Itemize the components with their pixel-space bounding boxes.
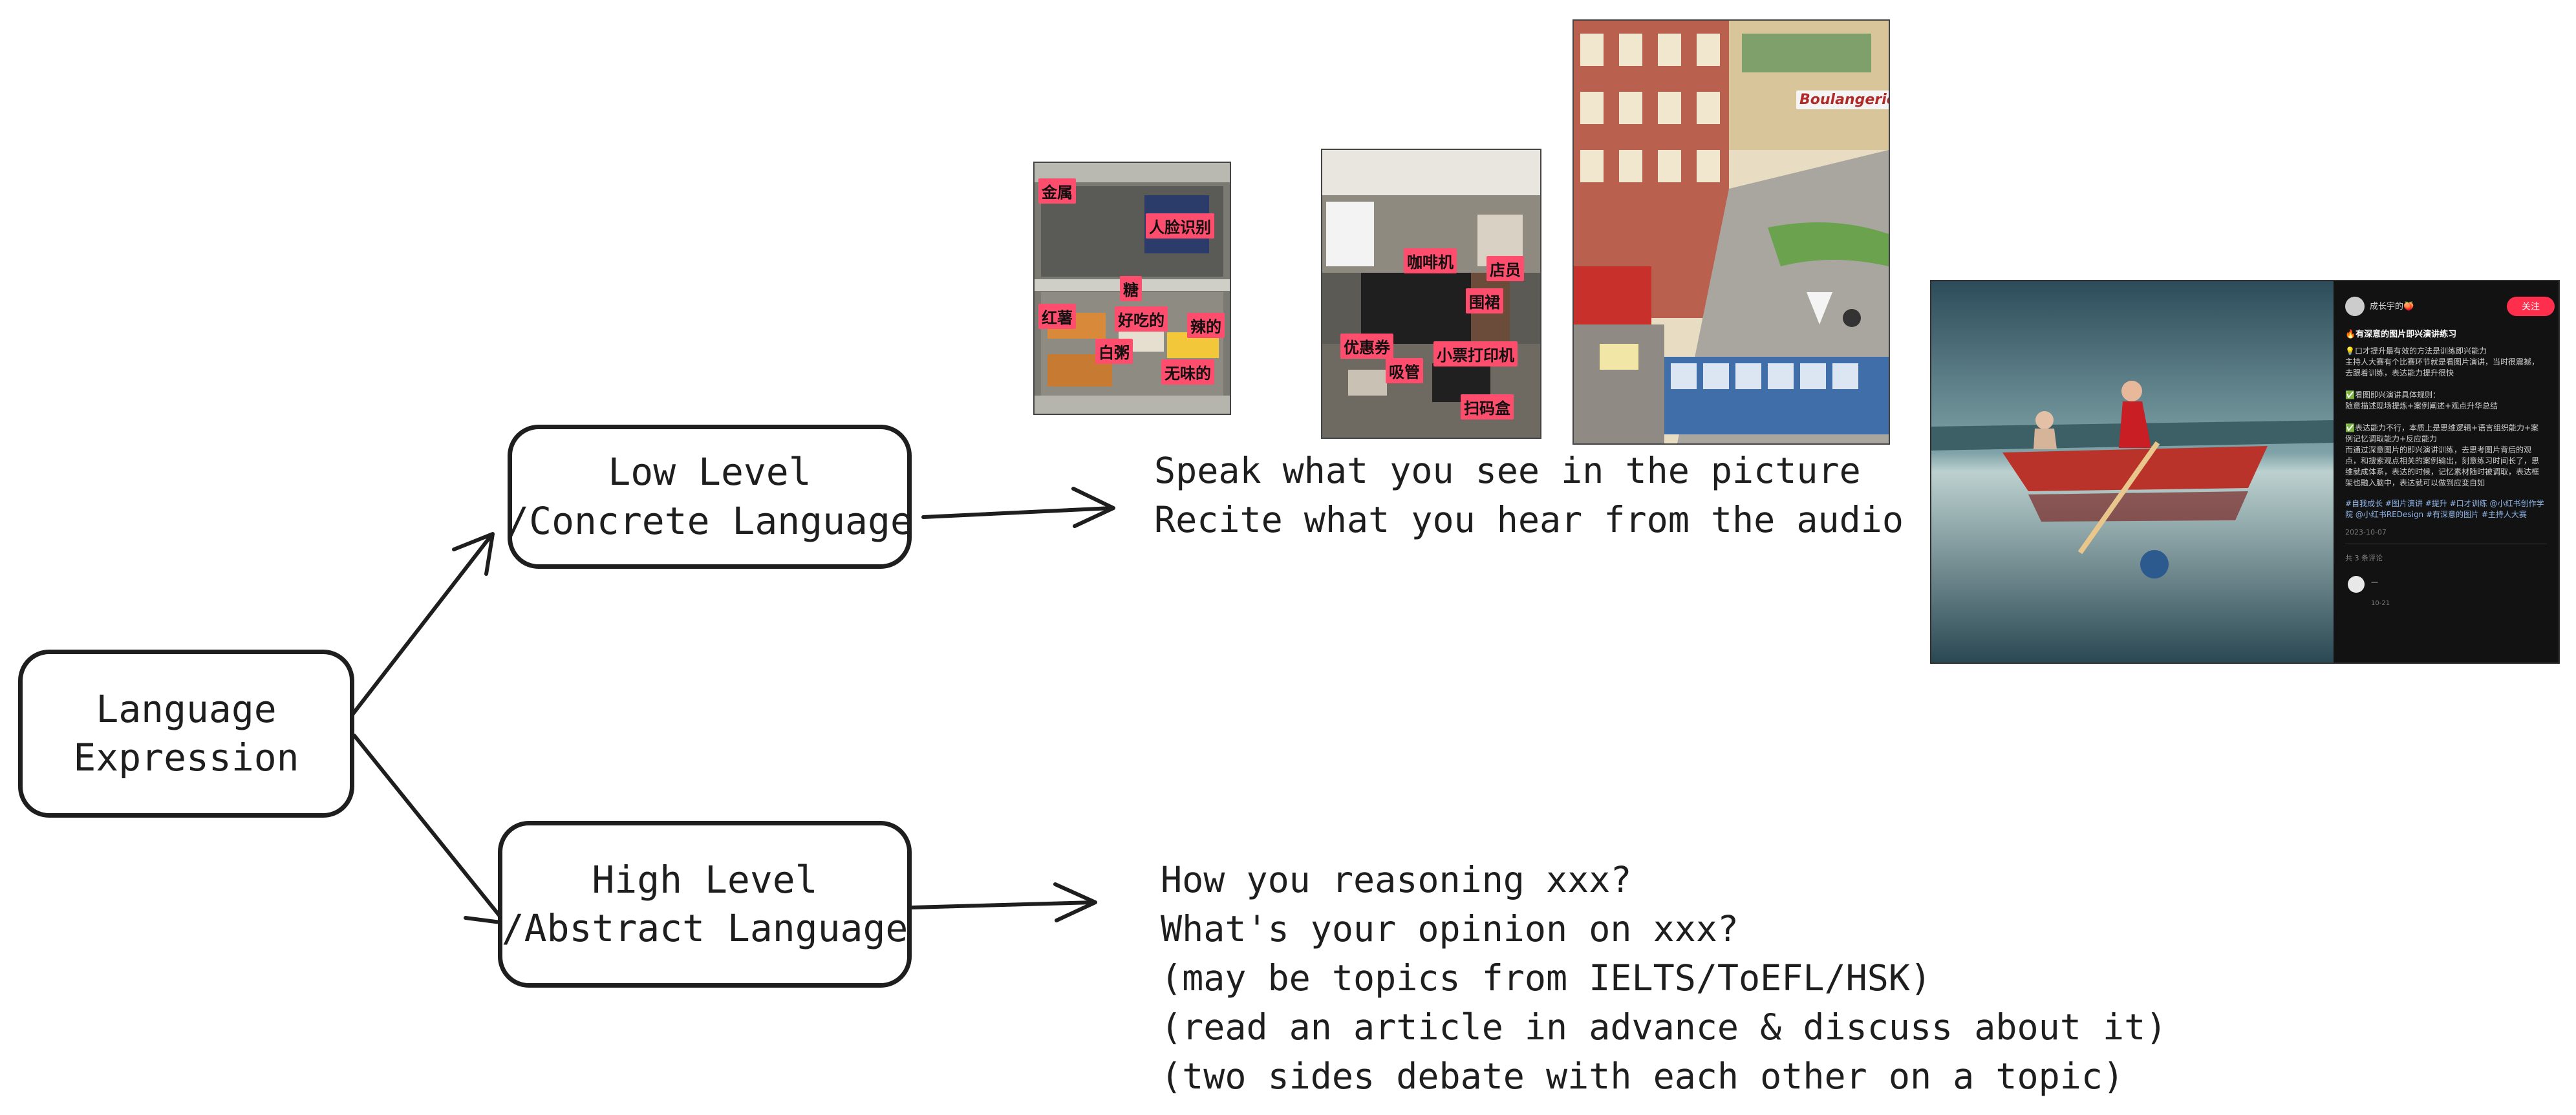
photo-label: 辣的 <box>1187 313 1225 338</box>
high-level-caption: How you reasoning xxx? What's your opini… <box>1161 855 2167 1101</box>
post-body-line: 维就成体系，表达的时候，记忆素材随时被调取，表达框 <box>2345 467 2540 476</box>
photo-label: 红薯 <box>1038 304 1076 329</box>
post-sidebar: 成长宇的🍑 关注 🔥有深意的图片即兴演讲练习 💡口才提升最有效的方法是训练即兴能… <box>2334 281 2559 663</box>
node-language-expression[interactable]: Language Expression <box>18 650 354 818</box>
commenter-name[interactable]: 一 <box>2371 579 2378 587</box>
post-body-line: 而通过深意图片的即兴演讲训练，去思考图片背后的观 <box>2345 445 2532 454</box>
node-language-expression-line2: Expression <box>73 736 299 780</box>
photo-label: 好吃的 <box>1115 306 1168 332</box>
post-body-line: ✅表达能力不行，本质上是思维逻辑+语言组织能力+案 <box>2345 423 2539 432</box>
caption-line: Recite what you hear from the audio <box>1154 499 1904 540</box>
cafe-counter-illustration <box>1322 150 1540 438</box>
arrow-root-to-high <box>352 734 506 924</box>
post-body-line: 架也融入脑中，表达就可以做到应变自如 <box>2345 478 2485 487</box>
post-tags-line[interactable]: 院 @小红书REDesign #有深意的图片 #主持人大赛 <box>2345 510 2527 519</box>
photo-label: 扫码盒 <box>1461 394 1514 419</box>
post-body-line: 去跟着训练，表达能力提升很快 <box>2345 368 2454 377</box>
post-body-line: 💡口才提升最有效的方法是训练即兴能力 <box>2345 346 2487 356</box>
photo-label: 咖啡机 <box>1404 248 1457 273</box>
street-scene-illustration <box>1574 21 1889 443</box>
social-post-panel: 成长宇的🍑 关注 🔥有深意的图片即兴演讲练习 💡口才提升最有效的方法是训练即兴能… <box>1930 280 2560 664</box>
arrow-head-high-to-caption <box>1053 882 1097 922</box>
arrow-root-to-low <box>347 533 493 721</box>
caption-line: (read an article in advance & discuss ab… <box>1161 1006 2167 1048</box>
arrow-high-to-caption <box>910 900 1096 909</box>
post-tags-line[interactable]: #自我成长 #图片演讲 #提升 #口才训练 @小红书创作学 <box>2345 499 2544 508</box>
photo-label: 糖 <box>1120 276 1142 301</box>
caption-line: Speak what you see in the picture <box>1154 450 1861 491</box>
caption-line: What's your opinion on xxx? <box>1161 908 1739 950</box>
photo-label: 围裙 <box>1466 288 1503 313</box>
post-image-boat-reflection <box>1931 281 2334 663</box>
arrow-head-root-to-low <box>452 532 495 576</box>
node-high-level[interactable]: High Level /Abstract Language <box>498 821 912 988</box>
street-sign-label: Boulangerie <box>1796 90 1889 109</box>
arrow-low-to-caption <box>921 506 1114 519</box>
photo-label: 金属 <box>1038 178 1076 204</box>
photo-food-counter: 金属 人脸识别 糖 红薯 好吃的 辣的 白粥 无味的 <box>1033 162 1231 415</box>
commenter-avatar[interactable] <box>2348 576 2365 593</box>
photo-label: 优惠券 <box>1340 334 1393 359</box>
avatar[interactable] <box>2345 297 2365 316</box>
caption-line: (two sides debate with each other on a t… <box>1161 1056 2125 1097</box>
photo-label: 白粥 <box>1095 339 1133 364</box>
low-level-caption: Speak what you see in the picture Recite… <box>1154 446 1904 544</box>
post-body-line: 例记忆调取能力+反应能力 <box>2345 434 2438 443</box>
caption-line: How you reasoning xxx? <box>1161 859 1632 900</box>
photo-label: 无味的 <box>1161 359 1214 385</box>
post-title: 🔥有深意的图片即兴演讲练习 <box>2345 330 2457 339</box>
post-body-line: ✅看图即兴演讲具体规则： <box>2345 390 2440 399</box>
photo-label: 吸管 <box>1386 358 1423 383</box>
caption-line: (may be topics from IELTS/ToEFL/HSK) <box>1161 957 1932 999</box>
post-body-line: 随意描述现场提炼+案例阐述+观点升华总结 <box>2345 401 2498 410</box>
comments-count: 共 3 条评论 <box>2345 554 2383 562</box>
arrow-head-low-to-caption <box>1071 487 1115 528</box>
photo-label: 店员 <box>1487 256 1524 281</box>
node-low-level-line2: /Concrete Language <box>506 498 913 543</box>
post-author[interactable]: 成长宇的🍑 <box>2370 302 2414 312</box>
photo-cafe-counter: 咖啡机 店员 围裙 优惠券 吸管 小票打印机 扫码盒 <box>1321 149 1541 439</box>
node-high-level-line2: /Abstract Language <box>501 906 908 950</box>
photo-street-scene: Boulangerie <box>1572 19 1890 445</box>
node-high-level-line1: High Level <box>592 857 818 902</box>
post-body-line: 点，和搜索观点相关的案例输出，刻意练习时间长了，思 <box>2345 456 2540 465</box>
node-low-level-line1: Low Level <box>608 450 811 494</box>
follow-button[interactable]: 关注 <box>2507 297 2555 316</box>
node-low-level[interactable]: Low Level /Concrete Language <box>506 425 913 569</box>
commenter-date: 10-21 <box>2371 600 2390 607</box>
photo-label: 小票打印机 <box>1433 341 1518 366</box>
photo-label: 人脸识别 <box>1146 213 1214 239</box>
post-body-line: 主持人大赛有个比赛环节就是看图片演讲，当时很震撼， <box>2345 357 2540 366</box>
post-date: 2023-10-07 <box>2345 528 2387 536</box>
node-language-expression-line1: Language <box>96 686 277 731</box>
